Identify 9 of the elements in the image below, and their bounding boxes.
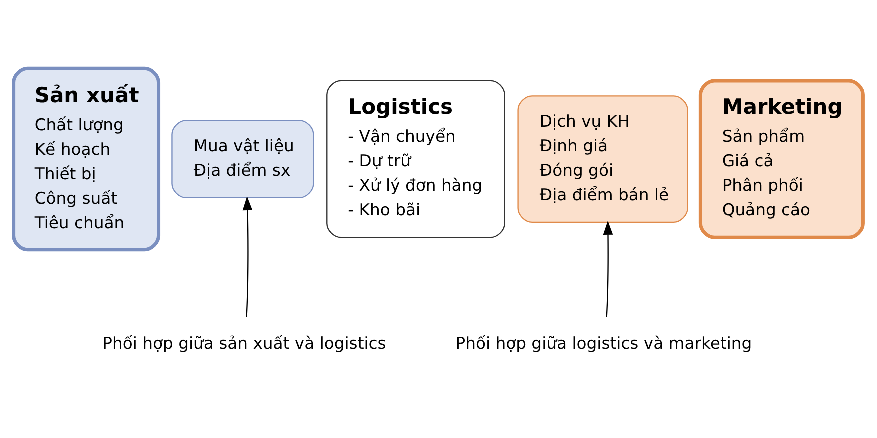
node-box: Mua vật liệu Địa điểm sx [172, 120, 314, 198]
arrow [603, 220, 614, 317]
node-box: Dịch vụ KH Định giá Đóng gói Địa điểm bán lẻ [518, 95, 688, 223]
node-box: Sản xuất Chất lượng Kế hoạch Thiết bị Công suất Tiêu chuẩn [12, 66, 161, 252]
node-text: Phối hợp giữa sản xuất và logistics [102, 333, 386, 352]
arrow [242, 196, 253, 317]
node-text: Phối hợp giữa logistics và marketing [456, 333, 752, 352]
node-box: Marketing Sản phẩm Giá cả Phân phối Quảng cáo [698, 78, 865, 239]
node-box: Logistics - Vận chuyển - Dự trữ - Xử lý đơn hàng - Kho bãi [326, 80, 506, 238]
